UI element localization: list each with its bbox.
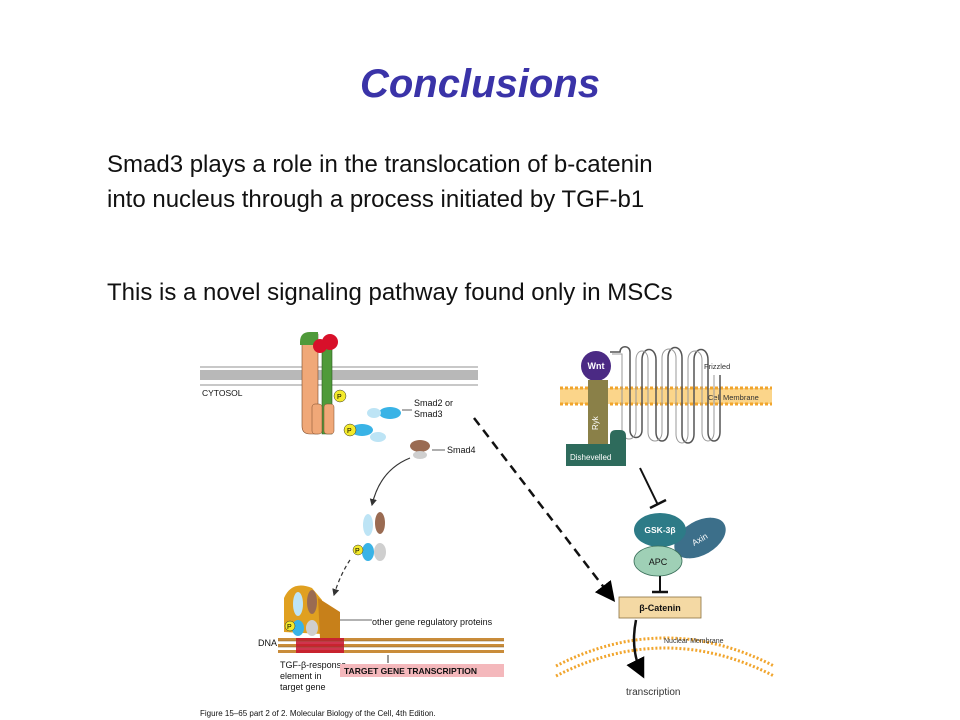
- smad23-label: Smad2 or Smad3: [414, 398, 456, 419]
- svg-text:Dishevelled: Dishevelled: [570, 453, 611, 462]
- response-line2: element in: [280, 671, 322, 681]
- phospho-icon: [284, 620, 296, 632]
- inhibition-bar: [649, 498, 667, 510]
- svg-text:Nuclear Membrane: Nuclear Membrane: [664, 638, 724, 645]
- response-line3: target gene: [280, 682, 326, 692]
- svg-text:Wnt: Wnt: [588, 361, 605, 371]
- frizzled-receptor: [610, 346, 721, 444]
- svg-text:other gene regulatory proteins: other gene regulatory proteins: [372, 617, 493, 627]
- smad4-protein-icon: [410, 440, 430, 452]
- smad-trimer: P: [352, 512, 386, 561]
- ryk-receptor: [588, 380, 608, 446]
- svg-text:P: P: [355, 548, 360, 555]
- wnt-panel: Cell Membrane Frizzled Wnt Ryk Dishevell…: [555, 346, 775, 698]
- apc-protein: [633, 545, 683, 577]
- svg-text:Frizzled: Frizzled: [704, 362, 730, 371]
- dishevelled-protein: [566, 430, 626, 466]
- conclusion-point-1: Smad3 plays a role in the translocation …: [107, 151, 653, 213]
- tgf-receptor: P: [300, 332, 347, 435]
- smad23-label-line2: Smad3: [414, 409, 443, 419]
- nuclear-complex: P other gene regulatory proteins: [284, 585, 493, 638]
- response-element: [296, 638, 344, 653]
- wnt-ligand: [581, 351, 611, 381]
- svg-text:DNA: DNA: [258, 638, 277, 648]
- gsk3b-protein: [634, 513, 686, 547]
- nuclear-membrane: [555, 636, 775, 668]
- slide-title: Conclusions: [359, 62, 601, 106]
- svg-text:Ryk: Ryk: [591, 415, 600, 430]
- smad23-complex: P Smad2 or Smad3: [343, 398, 456, 442]
- axin-protein: [674, 517, 726, 559]
- cytosol-label: CYTOSOL: [202, 388, 243, 398]
- phospho-icon: [352, 544, 364, 556]
- svg-text:TARGET GENE TRANSCRIPTION: TARGET GENE TRANSCRIPTION: [344, 666, 477, 676]
- svg-text:APC: APC: [649, 557, 668, 567]
- figure-caption: Figure 15–65 part 2 of 2. Molecular Biol…: [200, 709, 436, 718]
- crosstalk-arrow: [473, 417, 616, 602]
- svg-text:P: P: [347, 428, 352, 435]
- response-element-label: TGF-β-response element in target gene: [280, 660, 349, 692]
- svg-text:transcription: transcription: [626, 687, 680, 698]
- phospho-icon: [333, 389, 347, 403]
- smad-protein-icon: [379, 407, 401, 419]
- smad4: Smad4: [410, 440, 476, 459]
- tgf-panel: CYTOSOL P P Smad2 or Smad3: [200, 332, 504, 718]
- svg-text:Smad4: Smad4: [447, 445, 476, 455]
- plasma-membrane: [200, 370, 478, 380]
- transcription-box: [340, 664, 504, 677]
- dna-strand: DNA: [258, 638, 504, 663]
- svg-text:GSK-3β: GSK-3β: [644, 525, 675, 535]
- smad23-label-line1: Smad2 or: [414, 398, 453, 408]
- phospho-icon: [343, 423, 357, 437]
- beta-catenin: [618, 596, 702, 619]
- conclusion-point-2: This is a novel signaling pathway found …: [107, 279, 673, 306]
- svg-text:Cell Membrane: Cell Membrane: [708, 393, 759, 402]
- svg-text:P: P: [337, 394, 342, 401]
- svg-text:P: P: [287, 624, 292, 631]
- binding-arrow: [369, 457, 411, 507]
- nuclear-import-arrow: [332, 559, 351, 597]
- response-line1: TGF-β-response: [280, 660, 346, 670]
- svg-text:β-Catenin: β-Catenin: [639, 603, 681, 613]
- transcription-arrow: [626, 619, 645, 679]
